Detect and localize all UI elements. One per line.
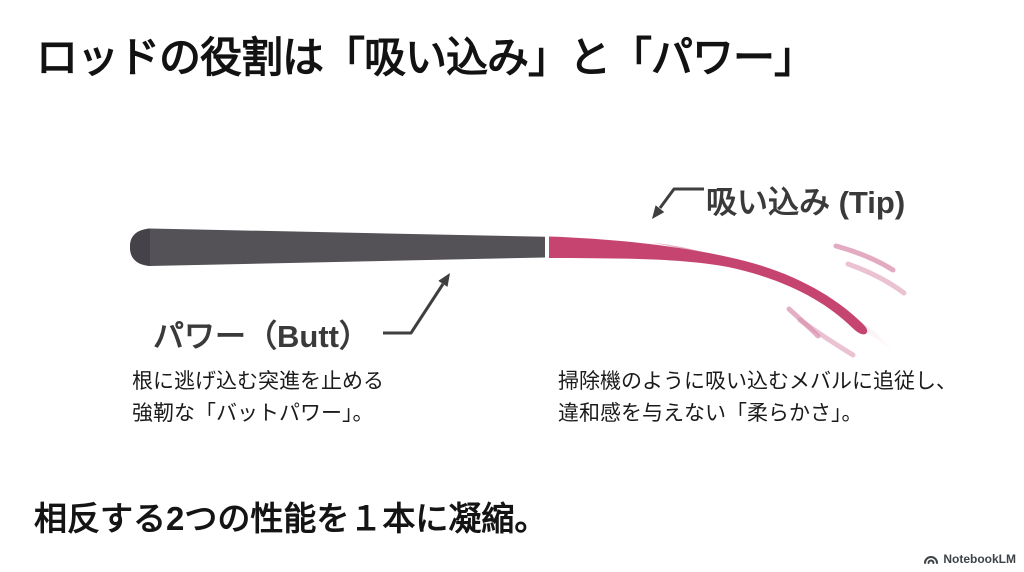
rod-butt-section bbox=[130, 228, 545, 266]
tip-label-arrow bbox=[658, 187, 704, 209]
summary-statement: 相反する2つの性能を１本に凝縮。 bbox=[34, 500, 548, 537]
tip-label: 吸い込み (Tip) bbox=[706, 185, 906, 220]
butt-description-line1: 根に逃げ込む突進を止める bbox=[132, 370, 384, 393]
butt-label-arrowhead bbox=[438, 273, 450, 287]
tip-label-arrowhead bbox=[652, 205, 665, 219]
notebooklm-label: NotebookLM bbox=[943, 552, 1016, 566]
butt-description-line2: 強靭な「バットパワー」。 bbox=[132, 402, 374, 425]
tip-description-line1: 掃除機のように吸い込むメバルに追従し、 bbox=[558, 370, 957, 393]
swoosh-line-lower-2 bbox=[797, 317, 856, 358]
tip-description-line2: 違和感を与えない「柔らかさ」。 bbox=[558, 402, 863, 425]
butt-label: パワー（Butt） bbox=[153, 319, 370, 354]
rod-butt-cap bbox=[130, 228, 150, 266]
butt-label-arrow bbox=[383, 283, 445, 335]
notebooklm-watermark: NotebookLM bbox=[923, 552, 1016, 566]
butt-description: 根に逃げ込む突進を止める 強靭な「バットパワー」。 bbox=[132, 366, 384, 430]
rod-tip-section bbox=[549, 236, 868, 335]
tip-description: 掃除機のように吸い込むメバルに追従し、 違和感を与えない「柔らかさ」。 bbox=[558, 366, 957, 430]
swoosh-line-upper-1 bbox=[833, 243, 896, 273]
page-title: ロッドの役割は「吸い込み」と「パワー」 bbox=[36, 34, 816, 81]
notebooklm-icon bbox=[924, 556, 939, 564]
swoosh-line-upper-2 bbox=[845, 261, 907, 296]
